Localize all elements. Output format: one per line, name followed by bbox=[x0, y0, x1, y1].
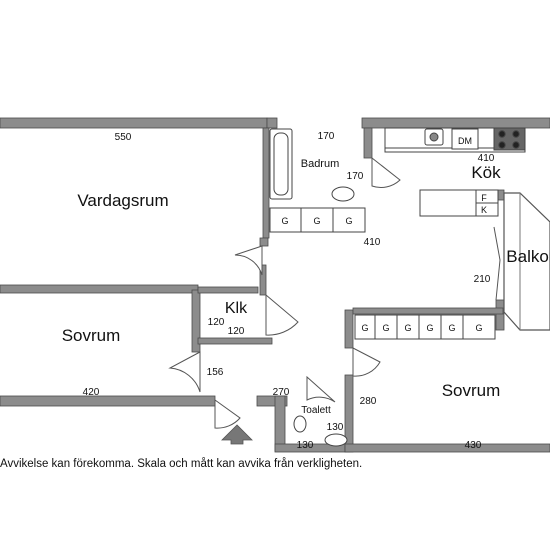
room-label-balkong: Balkong bbox=[506, 247, 550, 266]
room-label-sovrum-1: Sovrum bbox=[62, 326, 121, 345]
wardrobe-label: G bbox=[404, 323, 411, 333]
room-label-klk: Klk bbox=[225, 300, 248, 317]
door-swings bbox=[168, 156, 501, 429]
entrance-arrow-icon bbox=[221, 424, 253, 445]
toilet-fixtures bbox=[293, 415, 348, 447]
kitchen-counter bbox=[384, 127, 526, 217]
dim-label: 420 bbox=[83, 387, 100, 398]
dim-label: 280 bbox=[360, 396, 377, 407]
wardrobe-label: G bbox=[382, 323, 389, 333]
dim-label: 170 bbox=[318, 131, 335, 142]
dim-label: 130 bbox=[297, 440, 314, 451]
disclaimer-text: Avvikelse kan förekomma. Skala och mått … bbox=[0, 458, 363, 470]
dim-label: 120 bbox=[228, 326, 245, 337]
dim-label: 410 bbox=[364, 237, 381, 248]
room-label-kok: Kök bbox=[471, 163, 501, 182]
room-label-sovrum-2: Sovrum bbox=[442, 381, 501, 400]
dim-label: 430 bbox=[465, 440, 482, 451]
wardrobe-label: G bbox=[313, 216, 320, 226]
bathroom-fixtures bbox=[269, 128, 366, 233]
wardrobe-label: G bbox=[361, 323, 368, 333]
dim-label: 410 bbox=[478, 153, 495, 164]
dim-label: 270 bbox=[273, 387, 290, 398]
wardrobe-label: G bbox=[426, 323, 433, 333]
dim-label: 210 bbox=[474, 274, 491, 285]
dim-label: 170 bbox=[347, 171, 364, 182]
wardrobe bbox=[354, 314, 496, 340]
fridge-label: F bbox=[481, 193, 487, 203]
wardrobe-label: G bbox=[281, 216, 288, 226]
wardrobe-label: G bbox=[345, 216, 352, 226]
freezer-label: K bbox=[481, 205, 487, 215]
walls bbox=[0, 117, 550, 453]
room-label-badrum: Badrum bbox=[301, 158, 340, 170]
wardrobe-label: G bbox=[448, 323, 455, 333]
dim-label: 130 bbox=[327, 422, 344, 433]
wardrobe-label: G bbox=[475, 323, 482, 333]
dim-label: 550 bbox=[115, 132, 132, 143]
dim-label: 156 bbox=[207, 367, 224, 378]
room-label-toalett: Toalett bbox=[301, 405, 331, 416]
dishwasher-label: DM bbox=[458, 136, 472, 146]
room-label-vardagsrum: Vardagsrum bbox=[77, 191, 168, 210]
dim-label: 120 bbox=[208, 317, 225, 328]
